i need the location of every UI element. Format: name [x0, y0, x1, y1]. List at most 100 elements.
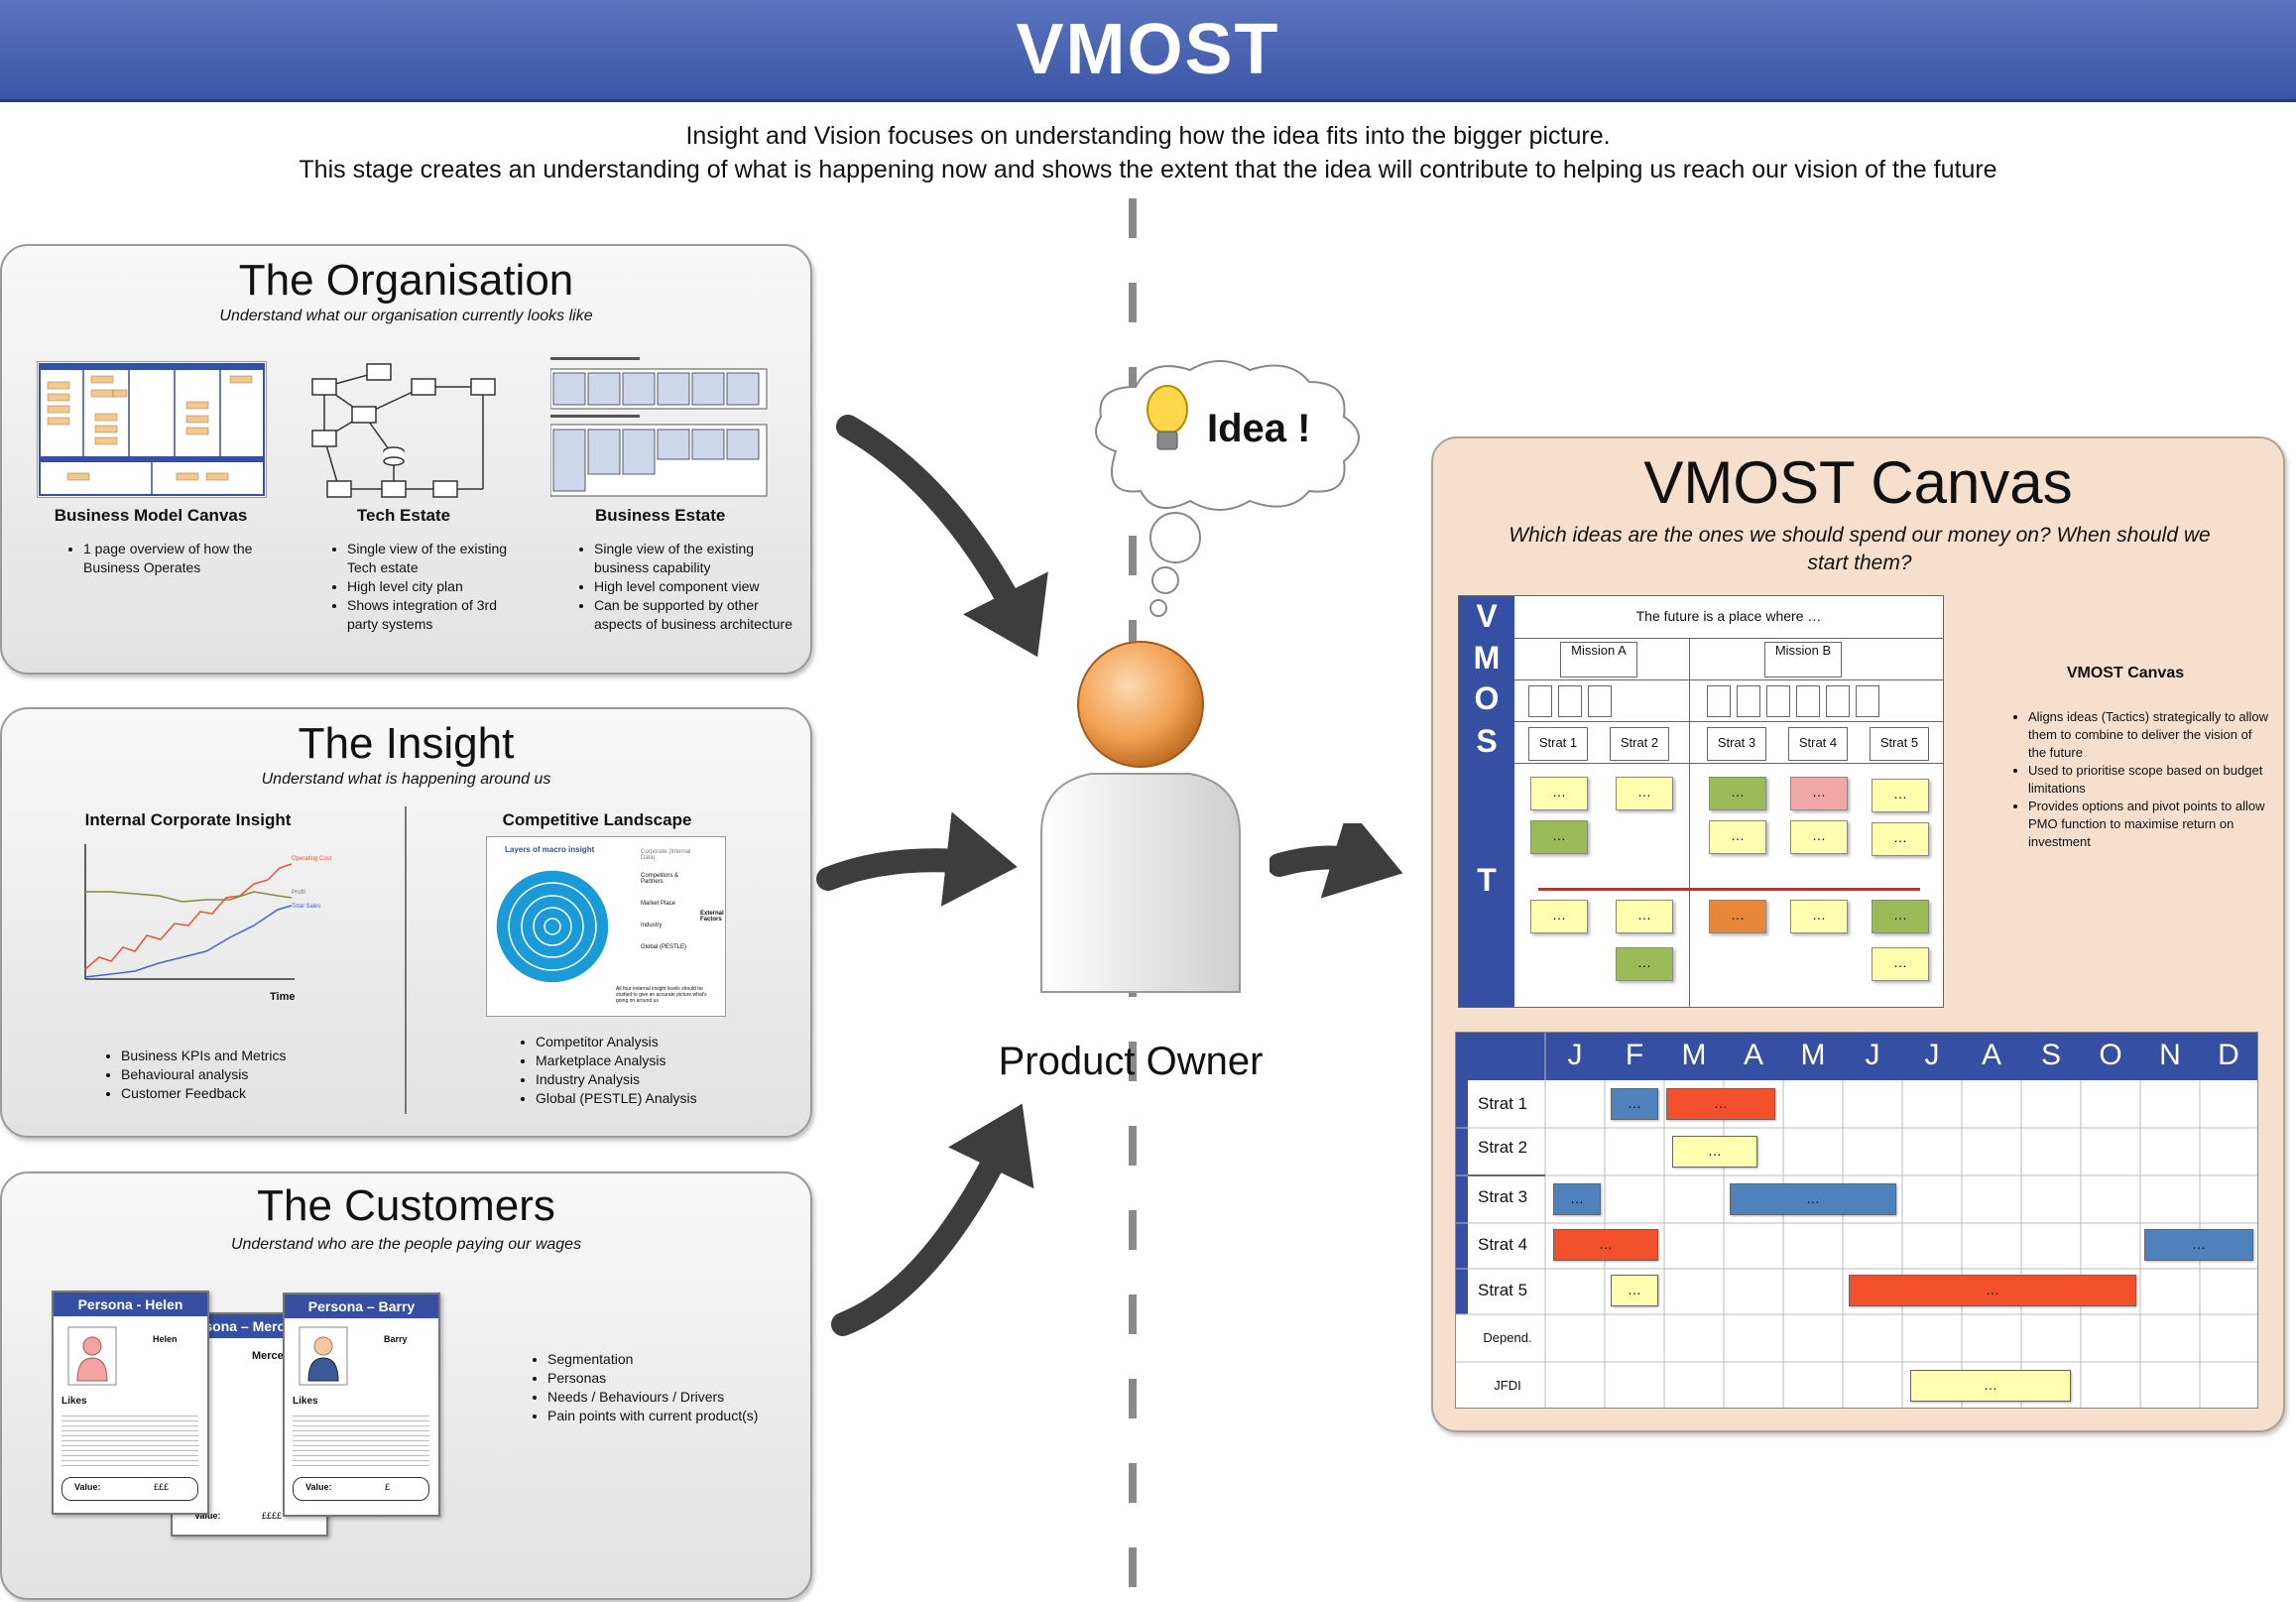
tactic-sticky: … — [1790, 777, 1848, 810]
internal-insight-bullets: Business KPIs and Metrics Behavioural an… — [101, 1047, 369, 1103]
macro-insight-footnote: All four external insight levels should … — [616, 986, 707, 1004]
tech-estate-thumbnail — [311, 363, 496, 498]
persona-value: £ — [385, 1482, 391, 1492]
persona-value-label: Value: — [194, 1511, 221, 1521]
arrow-owner-to-canvas — [1269, 823, 1403, 899]
vmost-canvas-title: VMOST Canvas — [1643, 449, 2073, 516]
vision-text: The future is a place where … — [1635, 608, 1822, 624]
list-item: High level city plan — [347, 577, 526, 596]
gantt-bar: … — [1730, 1183, 1896, 1215]
organisation-panel: The Organisation Understand what our org… — [0, 244, 812, 675]
legend-total-sales: Total Sales — [292, 904, 321, 910]
persona-value-label: Value: — [74, 1482, 101, 1492]
idea-thought-cloud — [1095, 360, 1360, 617]
gantt-bar: … — [1672, 1136, 1757, 1168]
flow-arrows — [816, 415, 1149, 1336]
persona-value-box: Value: £££ — [61, 1477, 198, 1501]
tactic-sticky: … — [1530, 900, 1588, 933]
list-item: Can be supported by other aspects of bus… — [594, 596, 807, 634]
idea-label: Idea ! — [1207, 407, 1311, 450]
vmost-canvas-subtitle: Which ideas are the ones we should spend… — [1509, 524, 2211, 574]
month-header: M — [1664, 1039, 1724, 1072]
gantt-row-label: JFDI — [1494, 1378, 1521, 1393]
list-item: Competitor Analysis — [536, 1033, 793, 1051]
business-model-canvas-thumbnail — [37, 361, 267, 498]
tech-estate-bullets: Single view of the existing Tech estate … — [327, 540, 526, 634]
persona-value-label: Value: — [305, 1482, 332, 1492]
layer-competitors: Competitors & Partners — [641, 873, 679, 885]
business-estate-bullets: Single view of the existing business cap… — [574, 540, 807, 634]
list-item: Provides options and pivot points to all… — [2028, 798, 2271, 851]
internal-insight-label: Internal Corporate Insight — [84, 810, 292, 829]
insight-title: The Insight — [298, 719, 515, 768]
month-header: J — [1843, 1039, 1902, 1072]
macro-insight-title: Layers of macro insight — [505, 845, 595, 854]
persona-likes-text-placeholder — [293, 1412, 429, 1466]
mission-b-box: Mission B — [1764, 642, 1842, 678]
month-header: F — [1605, 1039, 1664, 1072]
gantt-row-label: Depend. — [1483, 1330, 1532, 1345]
month-header: S — [2021, 1039, 2081, 1072]
arrow-insight-to-owner — [816, 811, 1018, 907]
gantt-bar: … — [1849, 1275, 2136, 1306]
persona-value-box: Value: £ — [293, 1477, 429, 1501]
list-item: Behavioural analysis — [121, 1065, 369, 1084]
gantt-row-label: Strat 3 — [1478, 1187, 1528, 1206]
persona-name: Barry — [384, 1334, 408, 1344]
list-item: Global (PESTLE) Analysis — [536, 1089, 793, 1108]
gantt-row-label: Strat 1 — [1478, 1094, 1528, 1113]
gantt-grid — [1456, 1033, 2257, 1408]
tactic-sticky: … — [1790, 900, 1848, 933]
list-item: Business KPIs and Metrics — [121, 1047, 369, 1065]
month-header: D — [2200, 1039, 2257, 1072]
strategy-box: Strat 3 — [1707, 727, 1766, 761]
persona-avatar-icon — [67, 1326, 117, 1386]
list-item: Needs / Behaviours / Drivers — [547, 1388, 805, 1407]
layer-market-place: Market Place — [641, 901, 676, 907]
competitive-landscape-bullets: Competitor Analysis Marketplace Analysis… — [516, 1033, 793, 1108]
customers-title: The Customers — [257, 1181, 555, 1230]
arrow-customers-to-owner — [831, 1103, 1034, 1336]
letter-o: O — [1459, 680, 1514, 717]
list-item: Industry Analysis — [536, 1070, 793, 1089]
persona-likes-label: Likes — [61, 1396, 87, 1407]
persona-likes-text-placeholder — [61, 1412, 198, 1466]
tactic-sticky: … — [1616, 947, 1673, 981]
customers-subtitle: Understand who are the people paying our… — [230, 1236, 582, 1253]
tactic-sticky: … — [1616, 777, 1673, 810]
layer-corporate: Corporate (Internal Data) — [641, 849, 691, 861]
list-item: Shows integration of 3rd party systems — [347, 596, 526, 634]
strategy-box: Strat 1 — [1528, 727, 1588, 761]
gantt-bar: … — [1553, 1183, 1601, 1215]
tech-estate-label: Tech Estate — [356, 506, 451, 525]
gantt-row-label: Strat 5 — [1478, 1281, 1528, 1299]
tactic-sticky: … — [1709, 900, 1766, 933]
gantt-bar: … — [1553, 1229, 1658, 1261]
list-item: Pain points with current product(s) — [547, 1407, 805, 1425]
page-title-banner: VMOST — [0, 0, 2296, 102]
list-item: Customer Feedback — [121, 1084, 369, 1103]
persona-header: Persona - Helen — [54, 1293, 207, 1316]
persona-value: ££££ — [262, 1511, 283, 1521]
month-header: J — [1902, 1039, 1962, 1072]
gantt-row-label: Strat 4 — [1478, 1235, 1528, 1254]
business-estate-label: Business Estate — [595, 506, 726, 525]
month-header: J — [1545, 1039, 1605, 1072]
insight-divider — [405, 806, 407, 1114]
tactic-sticky: … — [1872, 947, 1929, 981]
tactic-sticky: … — [1872, 900, 1929, 933]
gantt-bar: … — [2144, 1229, 2253, 1261]
list-item: Used to prioritise scope based on budget… — [2028, 762, 2271, 798]
list-item: Single view of the existing Tech estate — [347, 540, 526, 577]
list-item: Single view of the existing business cap… — [594, 540, 807, 577]
organisation-subtitle: Understand what our organisation current… — [219, 308, 593, 324]
insight-subtitle: Understand what is happening around us — [261, 771, 551, 788]
macro-insight-diagram: Layers of macro insight Corporate (Inter… — [486, 836, 726, 1017]
tactic-sticky: … — [1530, 820, 1588, 854]
product-owner-icon — [1040, 641, 1241, 993]
gantt-bar: … — [1611, 1275, 1658, 1306]
legend-profit: Profit — [292, 890, 306, 896]
intro-line-2: This stage creates an understanding of w… — [299, 156, 1997, 184]
side-bullets: Aligns ideas (Tactics) strategically to … — [2008, 708, 2271, 851]
persona-avatar-icon — [299, 1326, 348, 1386]
